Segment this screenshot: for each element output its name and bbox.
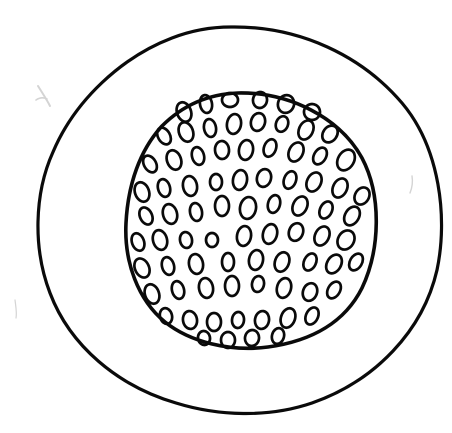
granule [317, 199, 335, 220]
granule [225, 113, 242, 135]
granule [261, 137, 278, 158]
granule [255, 167, 273, 188]
granule [140, 153, 159, 175]
granule [231, 169, 248, 191]
granule [266, 194, 282, 214]
granule [301, 251, 319, 272]
granule [160, 256, 176, 276]
granule [170, 280, 186, 300]
granule [187, 253, 204, 275]
smudge-mark [410, 176, 412, 193]
granule [254, 310, 271, 330]
granule [310, 145, 329, 167]
granule [281, 169, 298, 190]
granule [210, 174, 222, 190]
granule [176, 120, 196, 144]
granule [164, 148, 184, 172]
granule [351, 185, 372, 208]
granule [274, 114, 291, 133]
granule [303, 305, 321, 326]
granule [156, 178, 172, 198]
granule [247, 249, 264, 271]
granule [275, 277, 294, 300]
granule [161, 203, 180, 226]
granule [323, 252, 345, 276]
granule [249, 111, 267, 132]
granule [278, 306, 298, 330]
granule [235, 225, 252, 247]
granule [285, 140, 306, 164]
granule [324, 279, 343, 301]
granule [286, 221, 305, 243]
granule [137, 205, 155, 226]
smudge-mark [38, 86, 50, 106]
granule [346, 251, 365, 273]
granule [334, 227, 358, 252]
granule [189, 202, 204, 222]
granule [214, 140, 230, 159]
granule [203, 118, 218, 138]
granule [179, 231, 194, 249]
granule [206, 233, 218, 247]
granule [341, 204, 363, 228]
granule [151, 229, 170, 252]
granule [300, 281, 319, 303]
granule [311, 224, 332, 248]
granule [289, 194, 310, 218]
granule [158, 307, 174, 326]
granule [215, 196, 229, 216]
outer-membrane [38, 27, 442, 414]
granule [238, 196, 258, 220]
granule [334, 146, 359, 173]
granule [225, 276, 239, 296]
granule [329, 176, 350, 200]
granule [303, 170, 324, 194]
granule [132, 180, 152, 204]
granule [181, 175, 198, 197]
granule [272, 250, 292, 274]
granule [261, 223, 280, 246]
granule [154, 125, 173, 147]
granule [244, 329, 261, 347]
smudge-mark [15, 300, 16, 318]
granule [197, 277, 214, 299]
granule [295, 118, 316, 142]
granule [207, 313, 221, 331]
granule [251, 275, 266, 293]
granule [129, 231, 146, 252]
granule [182, 310, 199, 330]
granules [129, 91, 372, 348]
granule [237, 139, 254, 161]
granule [222, 253, 234, 271]
granule [190, 146, 206, 166]
granule [231, 312, 244, 329]
